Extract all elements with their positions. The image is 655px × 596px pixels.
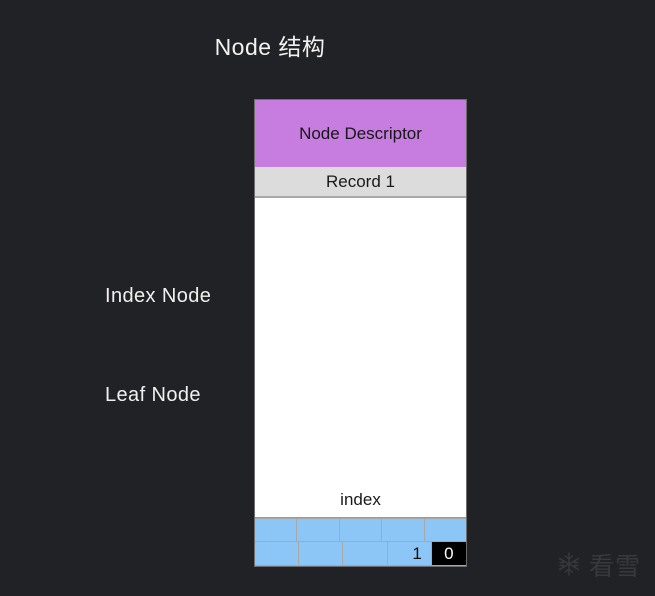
index-grid-cell (339, 519, 382, 541)
index-grid-row: 1 0 (255, 542, 467, 566)
free-space-section: index (255, 198, 466, 517)
page-title: Node 结构 (214, 34, 326, 60)
label-leaf-node: Leaf Node (105, 384, 201, 406)
label-index-node: Index Node (105, 285, 212, 307)
watermark: 看雪 (556, 551, 641, 582)
index-grid: 1 0 (255, 517, 467, 566)
index-grid-cell (382, 519, 424, 541)
index-grid-cell-one: 1 (387, 542, 431, 565)
index-grid-cell (299, 542, 343, 565)
index-grid-cell-zero-highlighted: 0 (431, 542, 467, 565)
snowflake-icon (556, 551, 582, 582)
index-grid-cell (255, 542, 299, 565)
index-label: index (340, 490, 381, 509)
watermark-text: 看雪 (588, 552, 641, 581)
index-grid-cell (424, 519, 467, 541)
index-grid-cell (343, 542, 387, 565)
node-descriptor-section: Node Descriptor (255, 100, 466, 167)
record-section: Record 1 (255, 167, 466, 198)
index-grid-cell (255, 519, 297, 541)
index-grid-row (255, 518, 467, 542)
node-structure-box: Node Descriptor Record 1 index 1 0 (254, 99, 467, 567)
index-grid-cell (297, 519, 339, 541)
